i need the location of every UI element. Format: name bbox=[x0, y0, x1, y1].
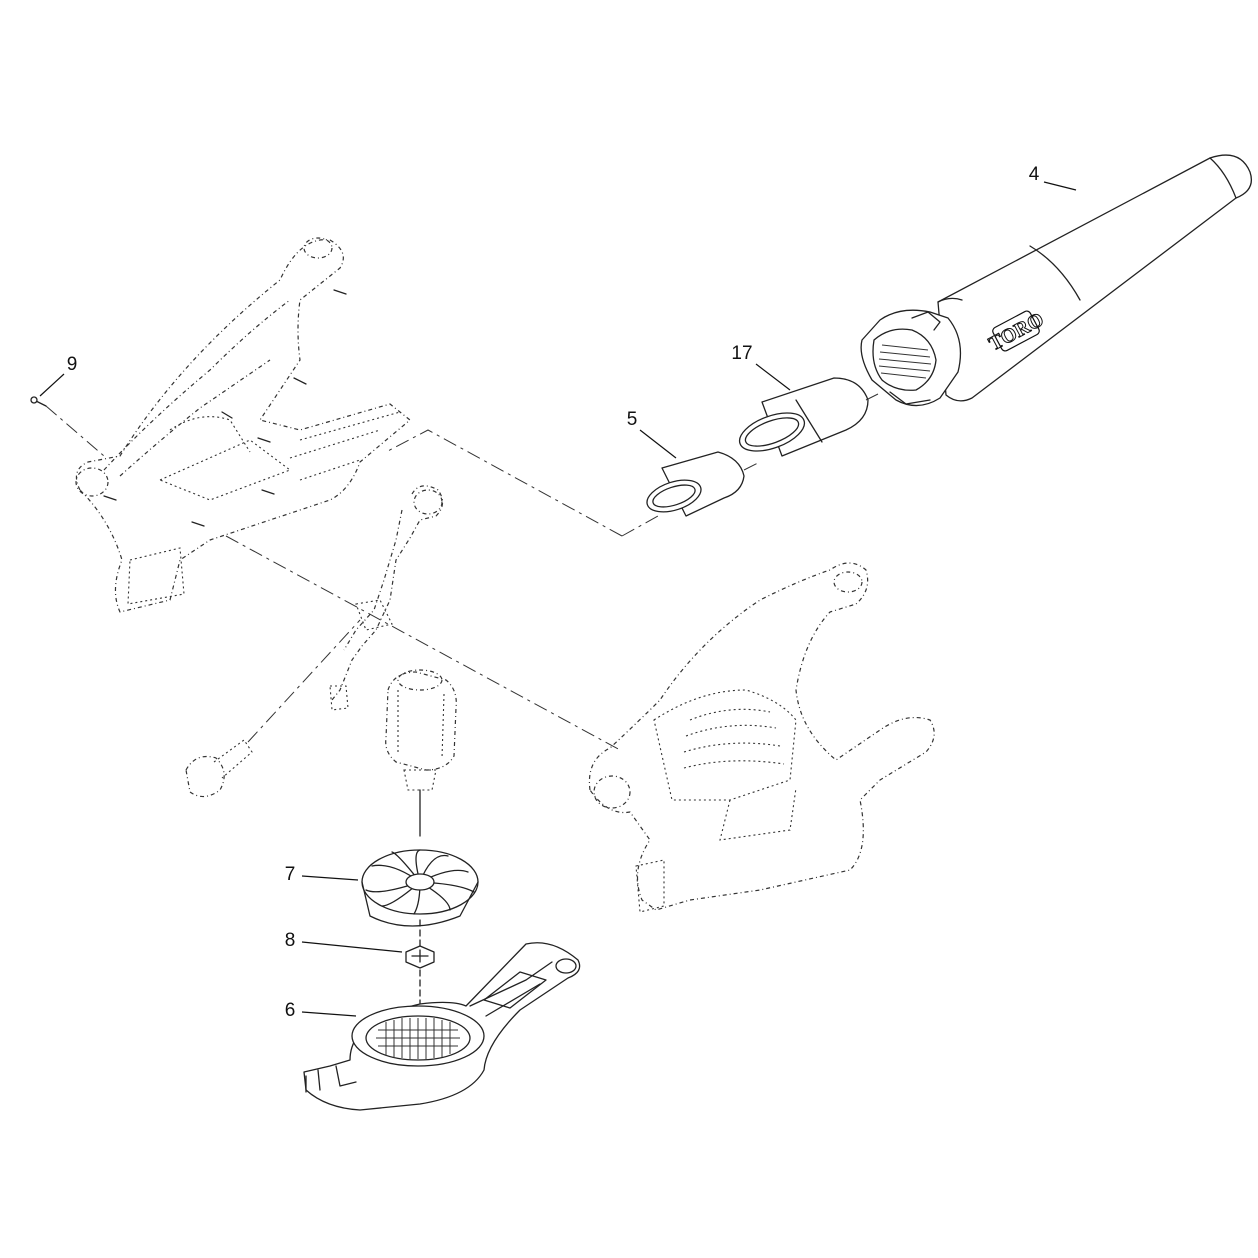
callout-8: 8 bbox=[285, 930, 403, 953]
svg-text:17: 17 bbox=[731, 343, 752, 364]
svg-text:5: 5 bbox=[627, 409, 638, 430]
centerline-tube bbox=[385, 393, 879, 537]
svg-text:7: 7 bbox=[285, 864, 296, 885]
callout-9: 9 bbox=[39, 354, 78, 397]
housing-screws bbox=[103, 289, 347, 527]
callout-4: 4 bbox=[1029, 164, 1077, 191]
centerline-cord bbox=[225, 535, 621, 751]
impeller-part-7[interactable] bbox=[361, 849, 479, 927]
callout-6: 6 bbox=[285, 1000, 357, 1021]
nozzle-part-17[interactable] bbox=[735, 377, 869, 459]
svg-text:6: 6 bbox=[285, 1000, 296, 1021]
inlet-grille bbox=[376, 1018, 460, 1059]
screw-part-9[interactable] bbox=[30, 396, 47, 407]
housing-left-half bbox=[75, 237, 411, 613]
callout-7: 7 bbox=[285, 864, 359, 885]
svg-text:9: 9 bbox=[67, 354, 78, 375]
callout-5: 5 bbox=[627, 409, 677, 459]
svg-text:8: 8 bbox=[285, 930, 296, 951]
callout-17: 17 bbox=[731, 343, 791, 391]
blower-tube-part-4[interactable]: TORO bbox=[860, 154, 1253, 407]
housing-right-half bbox=[588, 562, 935, 913]
lower-housing-part-6[interactable] bbox=[303, 942, 581, 1111]
centerline-screw bbox=[45, 405, 105, 457]
nut-part-8[interactable] bbox=[405, 945, 435, 969]
motor bbox=[385, 669, 457, 837]
nozzle-part-5[interactable] bbox=[643, 451, 745, 518]
switch-harness bbox=[185, 485, 444, 798]
svg-text:4: 4 bbox=[1029, 164, 1040, 185]
tube-grille bbox=[878, 344, 932, 379]
